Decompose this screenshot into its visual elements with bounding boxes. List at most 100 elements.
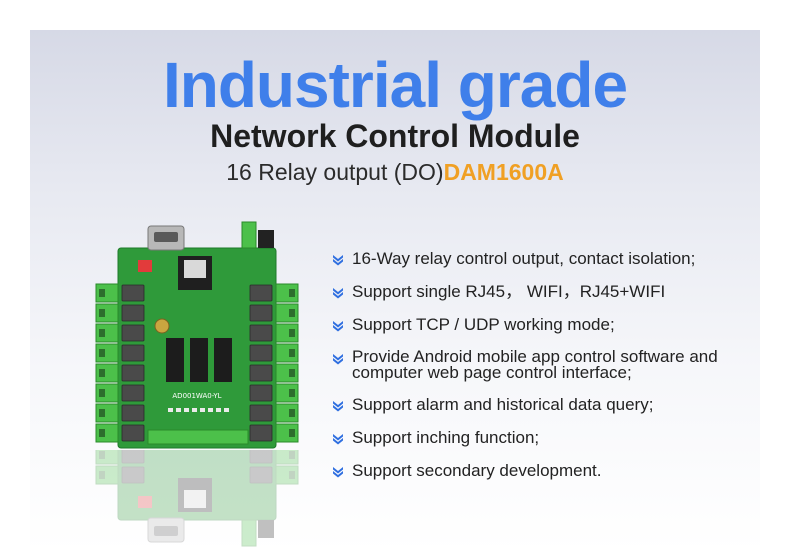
relay (121, 404, 145, 422)
feature-text: Support single RJ45， WIFI，RJ45+WIFI (352, 282, 666, 301)
terminal-block-left (95, 363, 119, 383)
led (224, 408, 229, 412)
led (200, 408, 205, 412)
feature-item: Support single RJ45， WIFI，RJ45+WIFI (332, 283, 752, 301)
double-chevron-down-icon (332, 287, 344, 299)
terminal-screw (289, 309, 295, 317)
led (208, 408, 213, 412)
terminal-screw (99, 389, 105, 397)
relay (249, 450, 273, 464)
power-terminal (241, 221, 257, 249)
terminal-block-right (275, 465, 299, 485)
relay (249, 284, 273, 302)
double-chevron-down-icon (332, 400, 344, 412)
terminal-screw (289, 389, 295, 397)
feature-item: Support alarm and historical data query; (332, 396, 752, 414)
terminal-screw (99, 309, 105, 317)
terminal-block-right (275, 403, 299, 423)
terminal-screw (99, 451, 105, 459)
terminal-screw (289, 409, 295, 417)
relay (121, 384, 145, 402)
relay (249, 304, 273, 322)
board-reflection (92, 450, 302, 550)
terminal-block-left (95, 323, 119, 343)
terminal-block-left (95, 283, 119, 303)
led (192, 408, 197, 412)
feature-item: Provide Android mobile app control softw… (332, 347, 752, 382)
led (216, 408, 221, 412)
network-module (178, 478, 212, 512)
db9-port (154, 232, 178, 242)
model-line: 16 Relay output (DO)DAM1600A (30, 158, 760, 186)
terminal-screw (99, 369, 105, 377)
relay (121, 344, 145, 362)
terminal-screw (289, 289, 295, 297)
feature-item: Support secondary development. (332, 462, 752, 480)
terminal-screw (99, 471, 105, 479)
model-code: DAM1600A (443, 159, 564, 185)
terminal-block-right (275, 383, 299, 403)
terminal-screw (99, 429, 105, 437)
terminal-block-left (95, 303, 119, 323)
headline: Industrial grade (162, 49, 628, 121)
terminal-screw (289, 369, 295, 377)
board-silkscreen-label: AD001WA0-YL (172, 392, 221, 400)
product-banner: Industrial grade Network Control Module … (30, 30, 760, 552)
led (168, 408, 173, 412)
terminal-block-right (275, 303, 299, 323)
relay (121, 364, 145, 382)
relay (249, 404, 273, 422)
relay (249, 344, 273, 362)
feature-text: Support secondary development. (352, 461, 602, 480)
terminal-block-left (95, 403, 119, 423)
power-terminal (241, 519, 257, 547)
double-chevron-down-icon (332, 433, 344, 445)
double-chevron-down-icon (332, 254, 344, 266)
terminal-block-left (95, 450, 119, 465)
buzzer (154, 318, 170, 334)
terminal-block-left (95, 423, 119, 443)
double-chevron-down-icon (332, 353, 344, 365)
dip-switch (138, 496, 152, 508)
feature-list: 16-Way relay control output, contact iso… (332, 250, 752, 480)
terminal-screw (289, 471, 295, 479)
terminal-screw (99, 409, 105, 417)
db9-port (154, 526, 178, 536)
pcb-board: AD001WA0-YL (95, 221, 299, 449)
terminal-screw (289, 329, 295, 337)
relay (249, 424, 273, 442)
ic-chip (190, 338, 208, 382)
terminal-block-right (275, 450, 299, 465)
relay (249, 324, 273, 342)
bottom-terminal-strip (147, 429, 249, 445)
terminal-block-right (275, 343, 299, 363)
feature-text: Support alarm and historical data query; (352, 395, 654, 414)
double-chevron-down-icon (332, 466, 344, 478)
relay (121, 284, 145, 302)
feature-text: Support inching function; (352, 428, 540, 447)
feature-text: 16-Way relay control output, contact iso… (352, 249, 696, 268)
terminal-block-right (275, 283, 299, 303)
feature-text: Provide Android mobile app control softw… (352, 347, 718, 382)
dip-switch (138, 260, 152, 272)
pcb-substrate (117, 450, 277, 521)
module-shield (184, 490, 206, 508)
terminal-screw (289, 451, 295, 459)
led (176, 408, 181, 412)
power-jack (258, 520, 274, 538)
subheadline: Network Control Module (210, 118, 580, 154)
relay (249, 364, 273, 382)
module-shield (184, 260, 206, 278)
relay (121, 466, 145, 484)
power-jack (258, 230, 274, 248)
relay (121, 304, 145, 322)
model-line-prefix: 16 Relay output (DO) (226, 159, 444, 185)
db9-connector (147, 517, 185, 543)
double-chevron-down-icon (332, 320, 344, 332)
relay (121, 424, 145, 442)
relay-board-image: AD001WA0-YL (92, 218, 302, 552)
terminal-block-left (95, 383, 119, 403)
pcb-board-reflection (95, 450, 299, 547)
terminal-screw (99, 289, 105, 297)
terminal-screw (289, 429, 295, 437)
